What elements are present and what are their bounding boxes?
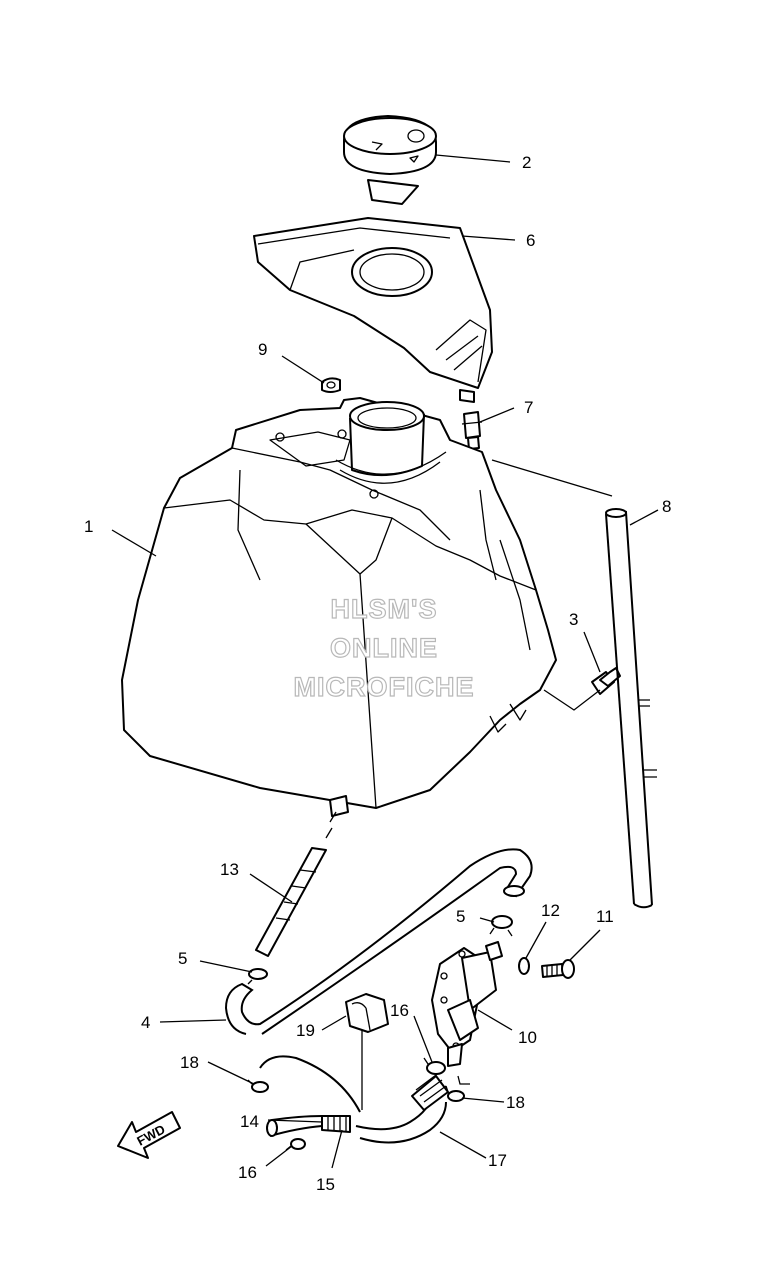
callout-3: 3 xyxy=(569,610,578,629)
hose-holder[interactable] xyxy=(345,993,389,1033)
hose-clip-18-left[interactable] xyxy=(247,1079,269,1093)
leader-lines xyxy=(111,154,659,1169)
watermark: HLSM'S ONLINE MICROFICHE xyxy=(293,593,475,702)
hose-clip-18-right[interactable] xyxy=(445,1085,465,1102)
callout-11: 11 xyxy=(596,907,614,926)
hose-clip-16-upper[interactable] xyxy=(423,1057,446,1075)
hose-clip-upper[interactable] xyxy=(489,915,513,937)
watermark-line-3: MICROFICHE xyxy=(294,672,475,702)
fuel-strainer[interactable] xyxy=(255,811,337,957)
callout-19: 19 xyxy=(296,1021,315,1040)
callout-15: 15 xyxy=(316,1175,335,1194)
callout-18-left: 18 xyxy=(180,1053,199,1072)
callout-6: 6 xyxy=(526,231,535,250)
bolt-3[interactable] xyxy=(591,667,621,695)
callout-12: 12 xyxy=(541,901,560,920)
callout-17: 17 xyxy=(488,1151,507,1170)
callout-16-upper: 16 xyxy=(390,1001,409,1020)
callout-7: 7 xyxy=(524,398,533,417)
callout-9: 9 xyxy=(258,340,267,359)
grommet[interactable] xyxy=(321,377,341,393)
fuel-cock[interactable] xyxy=(431,941,503,1067)
callout-2: 2 xyxy=(522,153,531,172)
callout-13: 13 xyxy=(220,860,239,879)
callout-5-lower: 5 xyxy=(178,949,187,968)
callout-14: 14 xyxy=(240,1112,259,1131)
watermark-line-2: ONLINE xyxy=(330,633,438,663)
breather-hose[interactable] xyxy=(491,459,657,909)
fuel-tank[interactable] xyxy=(121,397,557,817)
watermark-line-1: HLSM'S xyxy=(331,594,438,624)
fuel-hose-4[interactable] xyxy=(224,848,533,1035)
callout-16-lower: 16 xyxy=(238,1163,257,1182)
screw[interactable] xyxy=(541,959,575,979)
breather-fitting[interactable] xyxy=(461,411,483,450)
callout-8: 8 xyxy=(662,497,671,516)
fuel-cap[interactable] xyxy=(343,115,437,205)
callout-numbers: 1 2 3 4 5 5 6 7 8 9 10 11 12 13 14 15 16… xyxy=(84,153,671,1194)
callout-4: 4 xyxy=(141,1013,150,1032)
callout-5-upper: 5 xyxy=(456,907,465,926)
hose-clip-16-lower[interactable] xyxy=(285,1138,306,1151)
fuel-hose-14[interactable] xyxy=(259,1055,361,1137)
hose-spring-15[interactable] xyxy=(321,1115,351,1133)
washer[interactable] xyxy=(518,957,530,975)
callout-18-right: 18 xyxy=(506,1093,525,1112)
hose-clip-lower[interactable] xyxy=(247,968,268,985)
fuel-hose-17[interactable] xyxy=(355,1071,449,1144)
forward-direction-arrow: FWD xyxy=(117,1111,181,1159)
callout-1: 1 xyxy=(84,517,93,536)
callout-10: 10 xyxy=(518,1028,537,1047)
tank-cover-panel[interactable] xyxy=(253,217,493,403)
